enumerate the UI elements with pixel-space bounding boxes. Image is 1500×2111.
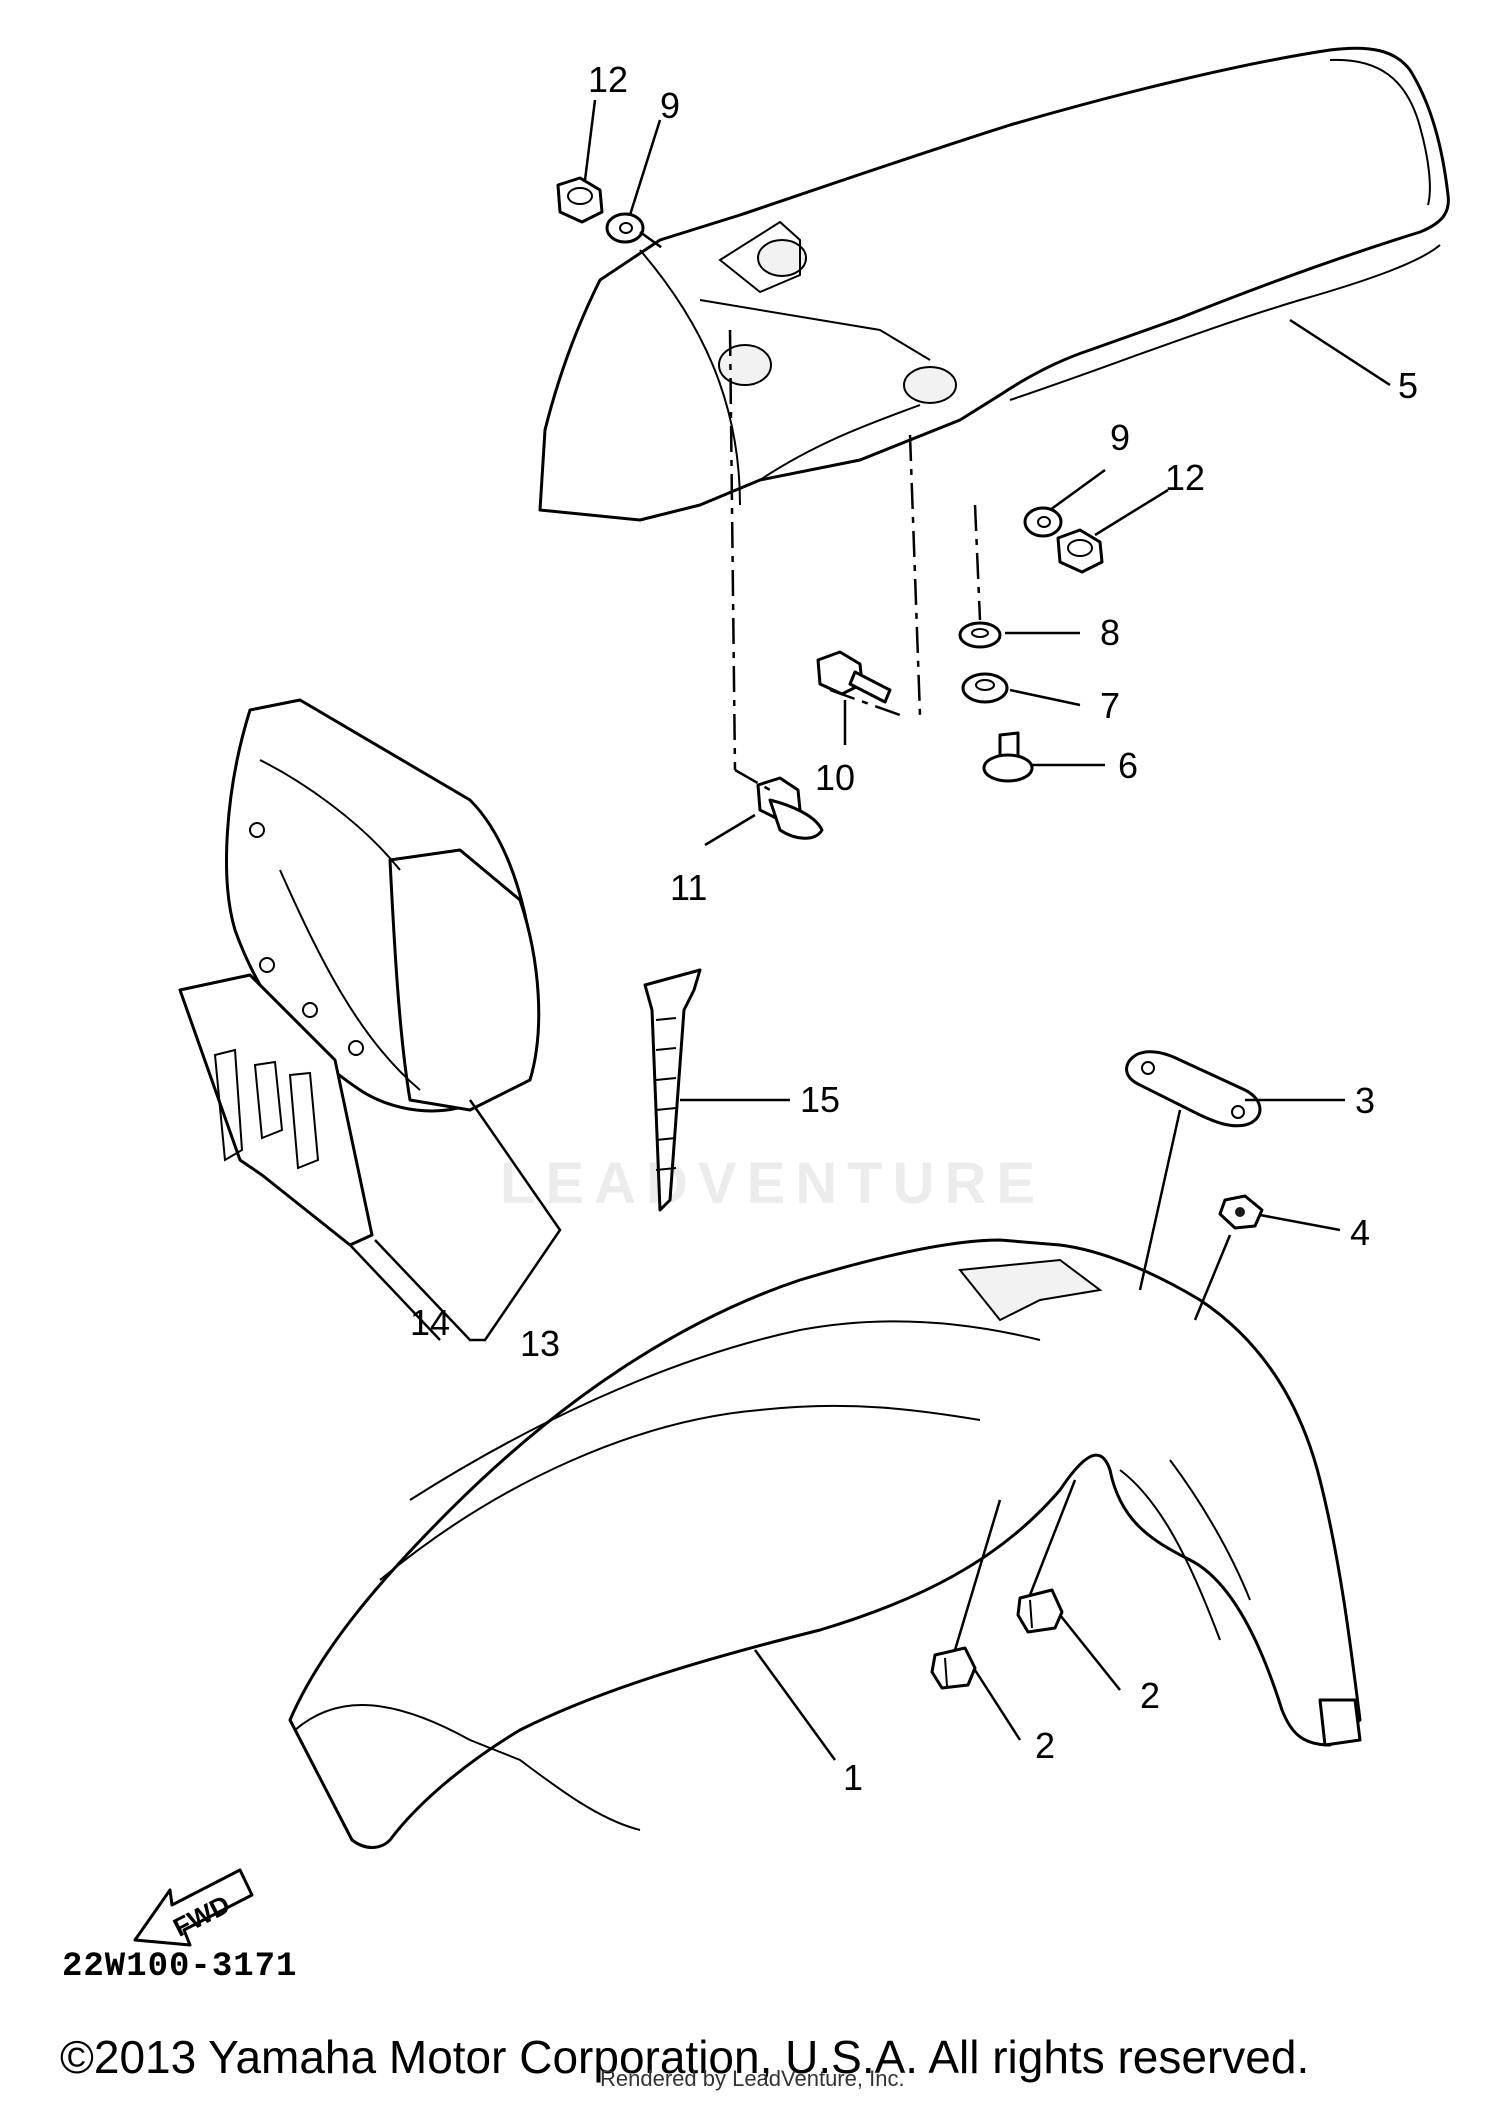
forward-direction-arrow: FWD xyxy=(133,1868,254,1947)
nut-part-12-right[interactable] xyxy=(1056,528,1104,574)
callout-9-right: 9 xyxy=(1110,417,1130,458)
callout-8: 8 xyxy=(1100,612,1120,653)
leader-4-to-fender xyxy=(1193,1234,1232,1321)
callout-12-upper: 12 xyxy=(588,59,628,100)
leader-2-lower xyxy=(973,1669,1022,1741)
washer-part-9-upper[interactable] xyxy=(605,212,645,244)
assembly-line-1 xyxy=(728,329,737,771)
assembly-line-2 xyxy=(908,434,922,716)
leader-14 xyxy=(349,1244,441,1341)
leadventure-watermark: LEADVENTURE xyxy=(500,1151,1046,1216)
assembly-line-6 xyxy=(639,230,666,252)
washer-part-8[interactable] xyxy=(958,621,1002,649)
copyright-notice: ©2013 Yamaha Motor Corporation, U.S.A. A… xyxy=(60,2031,1310,2083)
washer-part-9-right[interactable] xyxy=(1023,506,1063,538)
leader-13 xyxy=(374,1099,562,1342)
leader-5 xyxy=(1289,318,1391,387)
clip-part-2-upper[interactable] xyxy=(1016,1588,1064,1634)
leader-9-right xyxy=(1049,468,1106,512)
callout-1: 1 xyxy=(843,1757,863,1798)
leader-2-to-fender-a xyxy=(1028,1479,1077,1596)
callout-2-upper: 2 xyxy=(1140,1675,1160,1716)
callout-10: 10 xyxy=(815,757,855,798)
leader-11 xyxy=(704,813,756,847)
leader-3-to-fender xyxy=(1138,1109,1182,1291)
callout-14: 14 xyxy=(410,1302,450,1343)
leader-9-upper xyxy=(628,119,662,216)
front-fender-part-1[interactable] xyxy=(288,1238,1362,1849)
bolt-part-10[interactable] xyxy=(816,650,892,704)
leader-7 xyxy=(1009,688,1081,707)
callout-2-lower: 2 xyxy=(1035,1725,1055,1766)
render-note: Rendered by LeadVenture, Inc. xyxy=(600,2066,905,2091)
assembly-line-5 xyxy=(973,504,982,621)
callout-15: 15 xyxy=(800,1079,840,1120)
bracket-plate-part-3[interactable] xyxy=(1125,1050,1262,1128)
leader-12-right xyxy=(1094,488,1169,537)
callout-11: 11 xyxy=(670,867,707,908)
leader-2-upper xyxy=(1059,1614,1121,1691)
callout-3: 3 xyxy=(1355,1080,1375,1121)
plate-pad-part-14[interactable] xyxy=(178,973,374,1247)
assembly-line-4 xyxy=(829,688,901,717)
collar-part-7[interactable] xyxy=(961,672,1009,704)
clip-part-2-lower[interactable] xyxy=(930,1646,977,1690)
bolt-part-6[interactable] xyxy=(982,731,1034,783)
callout-13: 13 xyxy=(520,1323,560,1364)
callout-5: 5 xyxy=(1398,365,1418,406)
callout-12-right: 12 xyxy=(1165,457,1205,498)
callout-9-upper: 9 xyxy=(660,85,680,126)
leader-12-upper xyxy=(583,99,597,181)
callout-6: 6 xyxy=(1118,745,1138,786)
callout-4: 4 xyxy=(1350,1212,1370,1253)
leader-4 xyxy=(1259,1213,1341,1232)
diagram-code: 22W100-3171 xyxy=(62,1948,298,1986)
nut-part-4[interactable] xyxy=(1218,1194,1264,1230)
cable-tie-part-15[interactable] xyxy=(643,968,702,1212)
number-plate-part-13[interactable] xyxy=(225,698,541,1113)
rear-fender-part-5[interactable] xyxy=(538,46,1450,522)
callout-7: 7 xyxy=(1100,685,1120,726)
bolt-part-11[interactable] xyxy=(756,776,824,840)
nut-part-12-upper[interactable] xyxy=(556,176,604,224)
leader-1 xyxy=(753,1649,837,1761)
assembly-line-3 xyxy=(734,768,771,792)
leader-2-to-fender-b xyxy=(953,1499,1002,1651)
